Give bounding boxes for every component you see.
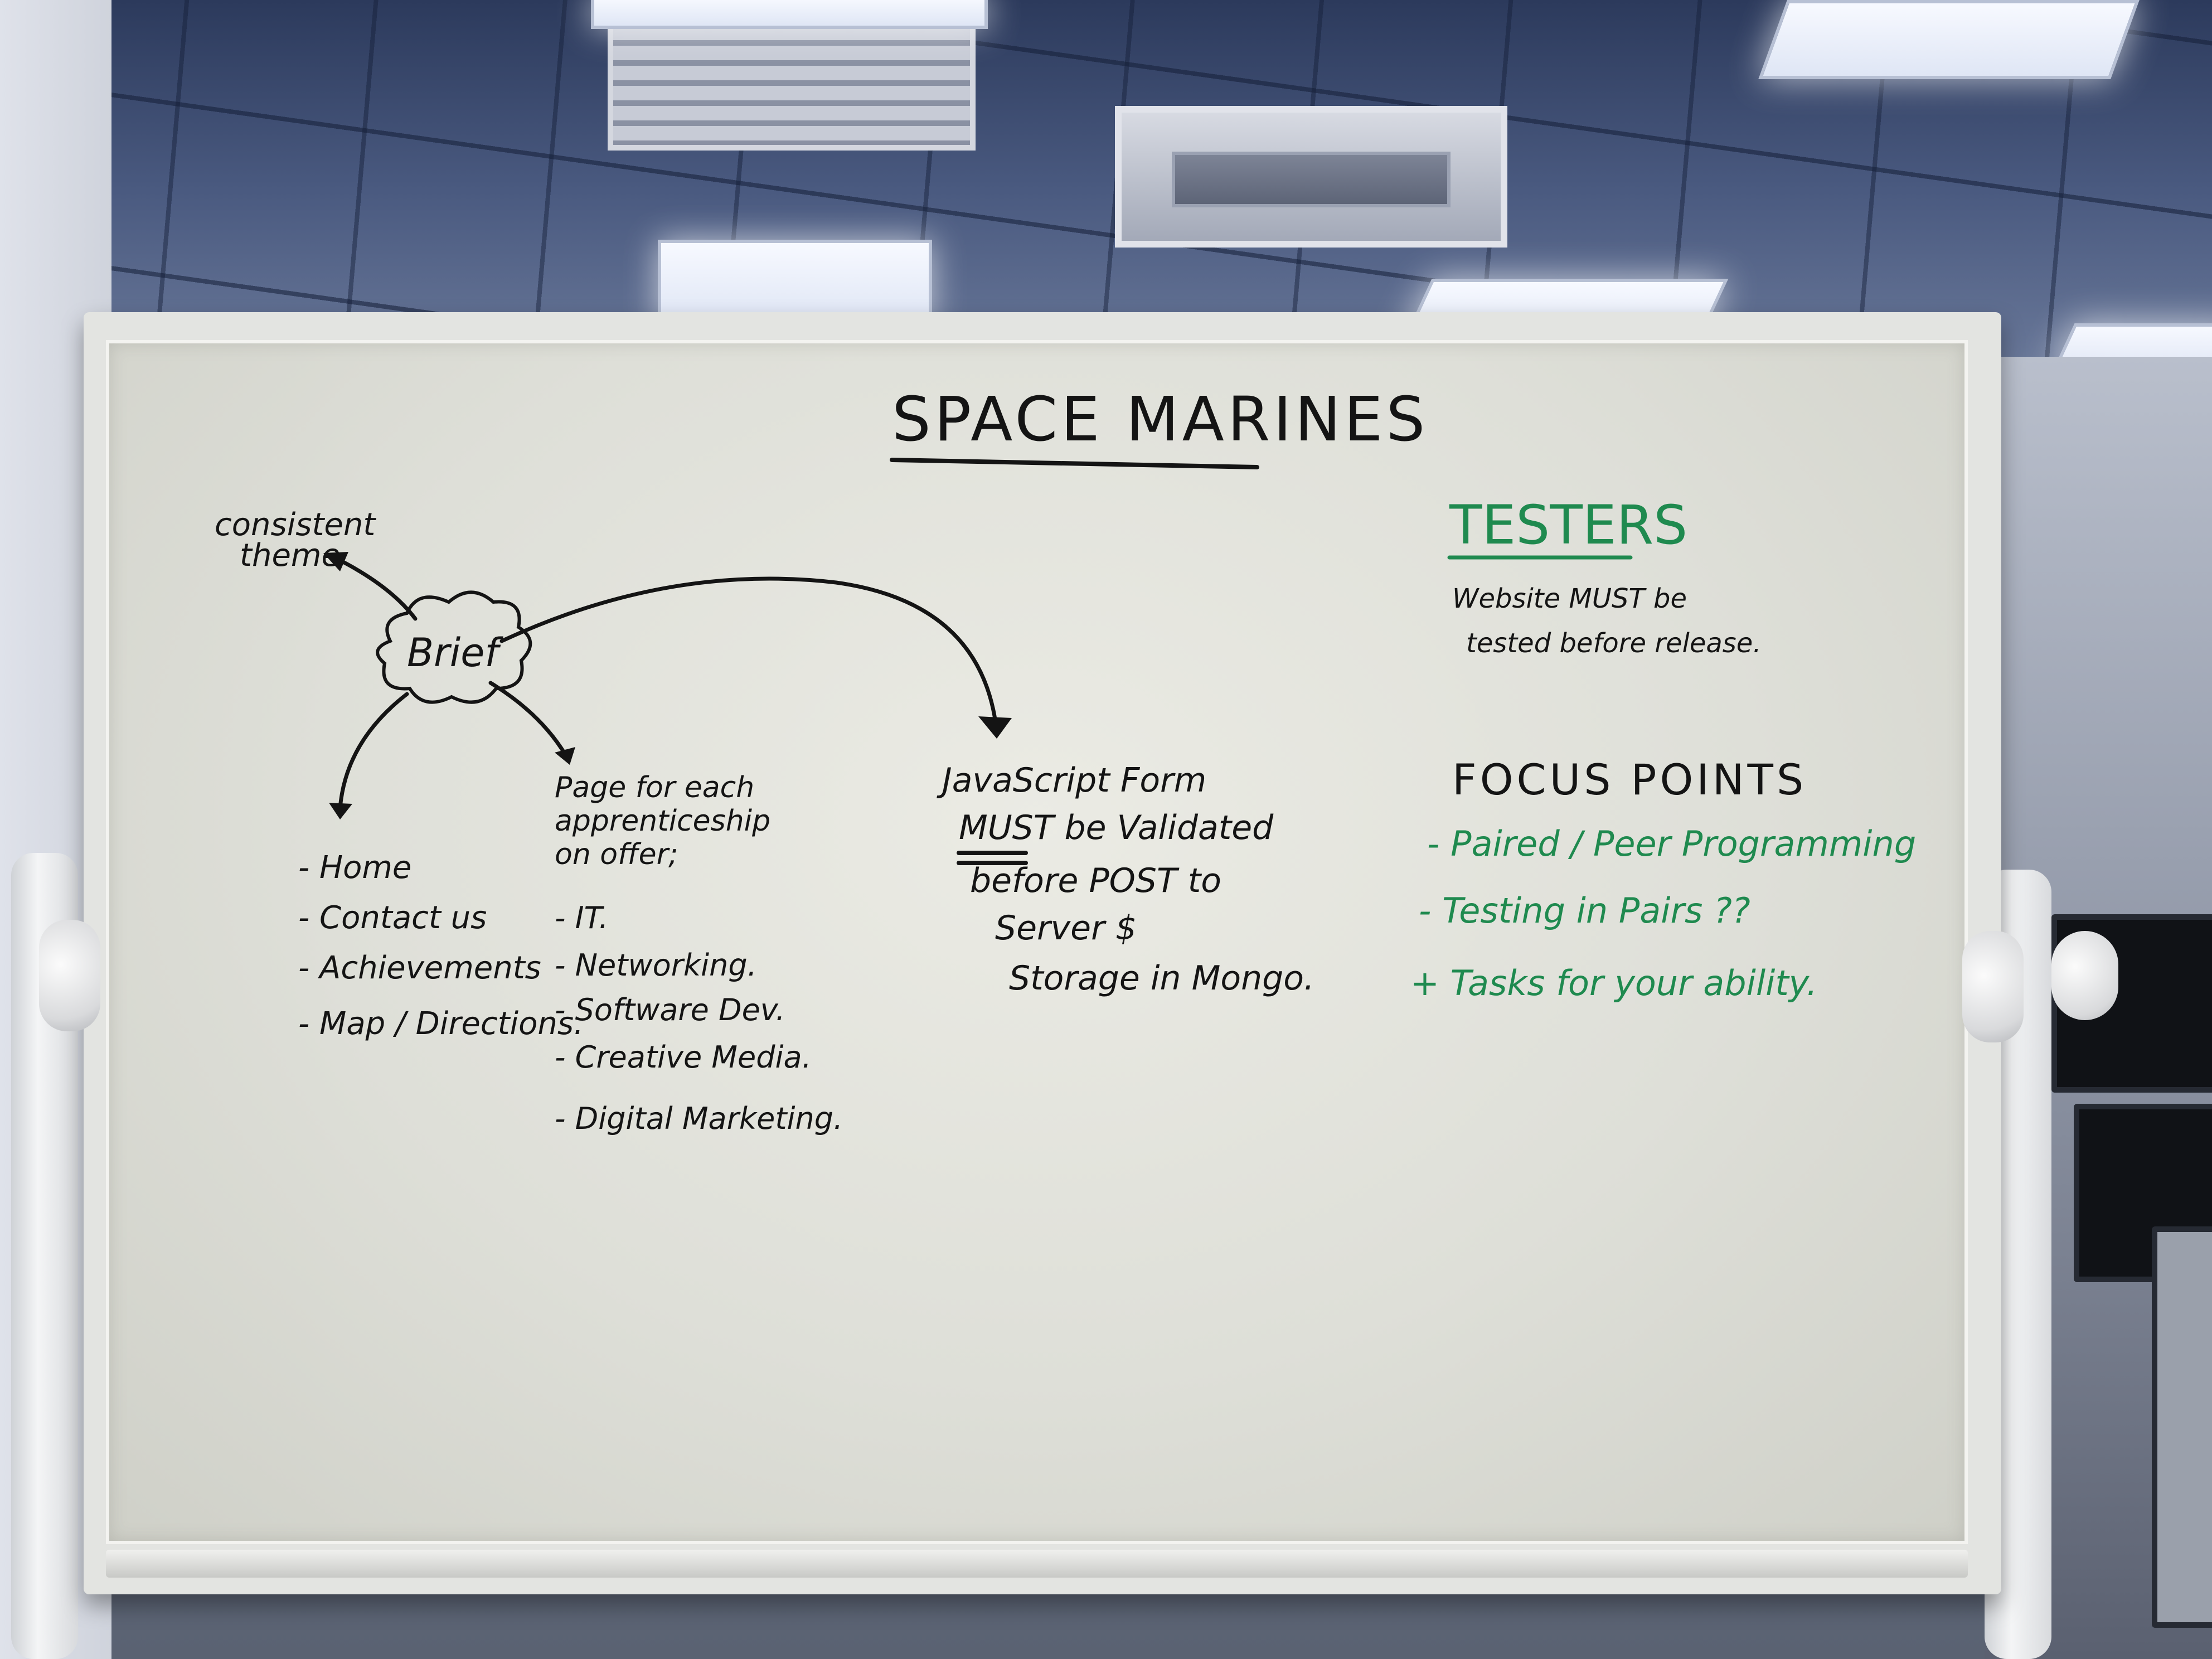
monitor-1: [2051, 914, 2212, 1093]
apprenticeship-heading-2: apprenticeship: [555, 804, 770, 838]
apprenticeship-heading-3: on offer;: [555, 838, 678, 871]
arrow-to-pages: [338, 692, 409, 811]
testers-heading: TESTERS: [1449, 494, 1687, 556]
testers-line-1: Website MUST be: [1452, 583, 1687, 614]
arrowhead-theme: [323, 552, 348, 571]
apprenticeship-heading-1: Page for each: [555, 771, 754, 804]
arrow-to-theme: [332, 555, 418, 621]
whiteboard: [84, 312, 2001, 1594]
apprenticeship-item-networking: - Networking.: [555, 948, 757, 983]
focus-points-heading: FOCUS POINTS: [1452, 755, 1807, 804]
page-item-contact: - Contact us: [298, 900, 487, 936]
marker-tray: [106, 1550, 1968, 1578]
air-conditioner-unit: [1115, 106, 1507, 248]
stand-knob-right-outer: [2051, 931, 2118, 1020]
testers-line-2: tested before release.: [1466, 628, 1762, 659]
apprenticeship-item-software: - Software Dev.: [555, 992, 785, 1027]
focus-item-paired: - Paired / Peer Programming: [1427, 823, 1916, 864]
arrowhead-apprenticeship: [555, 747, 575, 765]
page-item-home: - Home: [298, 850, 411, 886]
js-note-line-2: MUST be Validated: [959, 808, 1274, 847]
page-item-achievements: - Achievements: [298, 950, 541, 986]
apprenticeship-item-creative: - Creative Media.: [555, 1040, 812, 1075]
brief-label: Brief: [407, 630, 503, 676]
whiteboard-surface: [106, 340, 1968, 1544]
arrowhead-pages: [329, 803, 352, 819]
apprenticeship-item-it: - IT.: [555, 900, 608, 935]
monitor-3: [2152, 1226, 2212, 1628]
ceiling-light-center: [658, 240, 932, 324]
monitor-2: [2074, 1104, 2212, 1282]
theme-note-line-1: consistent: [215, 507, 376, 543]
title-underline: [890, 458, 1259, 469]
arrow-to-apprenticeship: [488, 681, 568, 758]
brief-cloud: [376, 590, 532, 704]
stand-knob-left: [39, 920, 100, 1031]
js-note-line-1: JavaScript Form: [937, 761, 1206, 800]
must-underline: [957, 851, 1028, 865]
js-note-line-4: Server $: [995, 909, 1137, 948]
arrowhead-javascript: [978, 716, 1012, 739]
ac-grille: [1172, 152, 1451, 207]
theme-note-line-2: theme: [240, 537, 341, 574]
ceiling-light-left: [591, 0, 988, 29]
js-note-line-5: Storage in Mongo.: [1009, 959, 1314, 998]
js-note-line-3: before POST to: [970, 861, 1221, 900]
focus-item-tasks: + Tasks for your ability.: [1410, 963, 1817, 1003]
stand-knob-right: [1962, 931, 2024, 1042]
arrow-to-javascript: [499, 576, 997, 721]
board-title: SPACE MARINES: [892, 384, 1428, 455]
page-item-map: - Map / Directions.: [298, 1006, 584, 1042]
focus-item-testing: - Testing in Pairs ??: [1419, 890, 1750, 931]
apprenticeship-item-marketing: - Digital Marketing.: [555, 1101, 843, 1136]
